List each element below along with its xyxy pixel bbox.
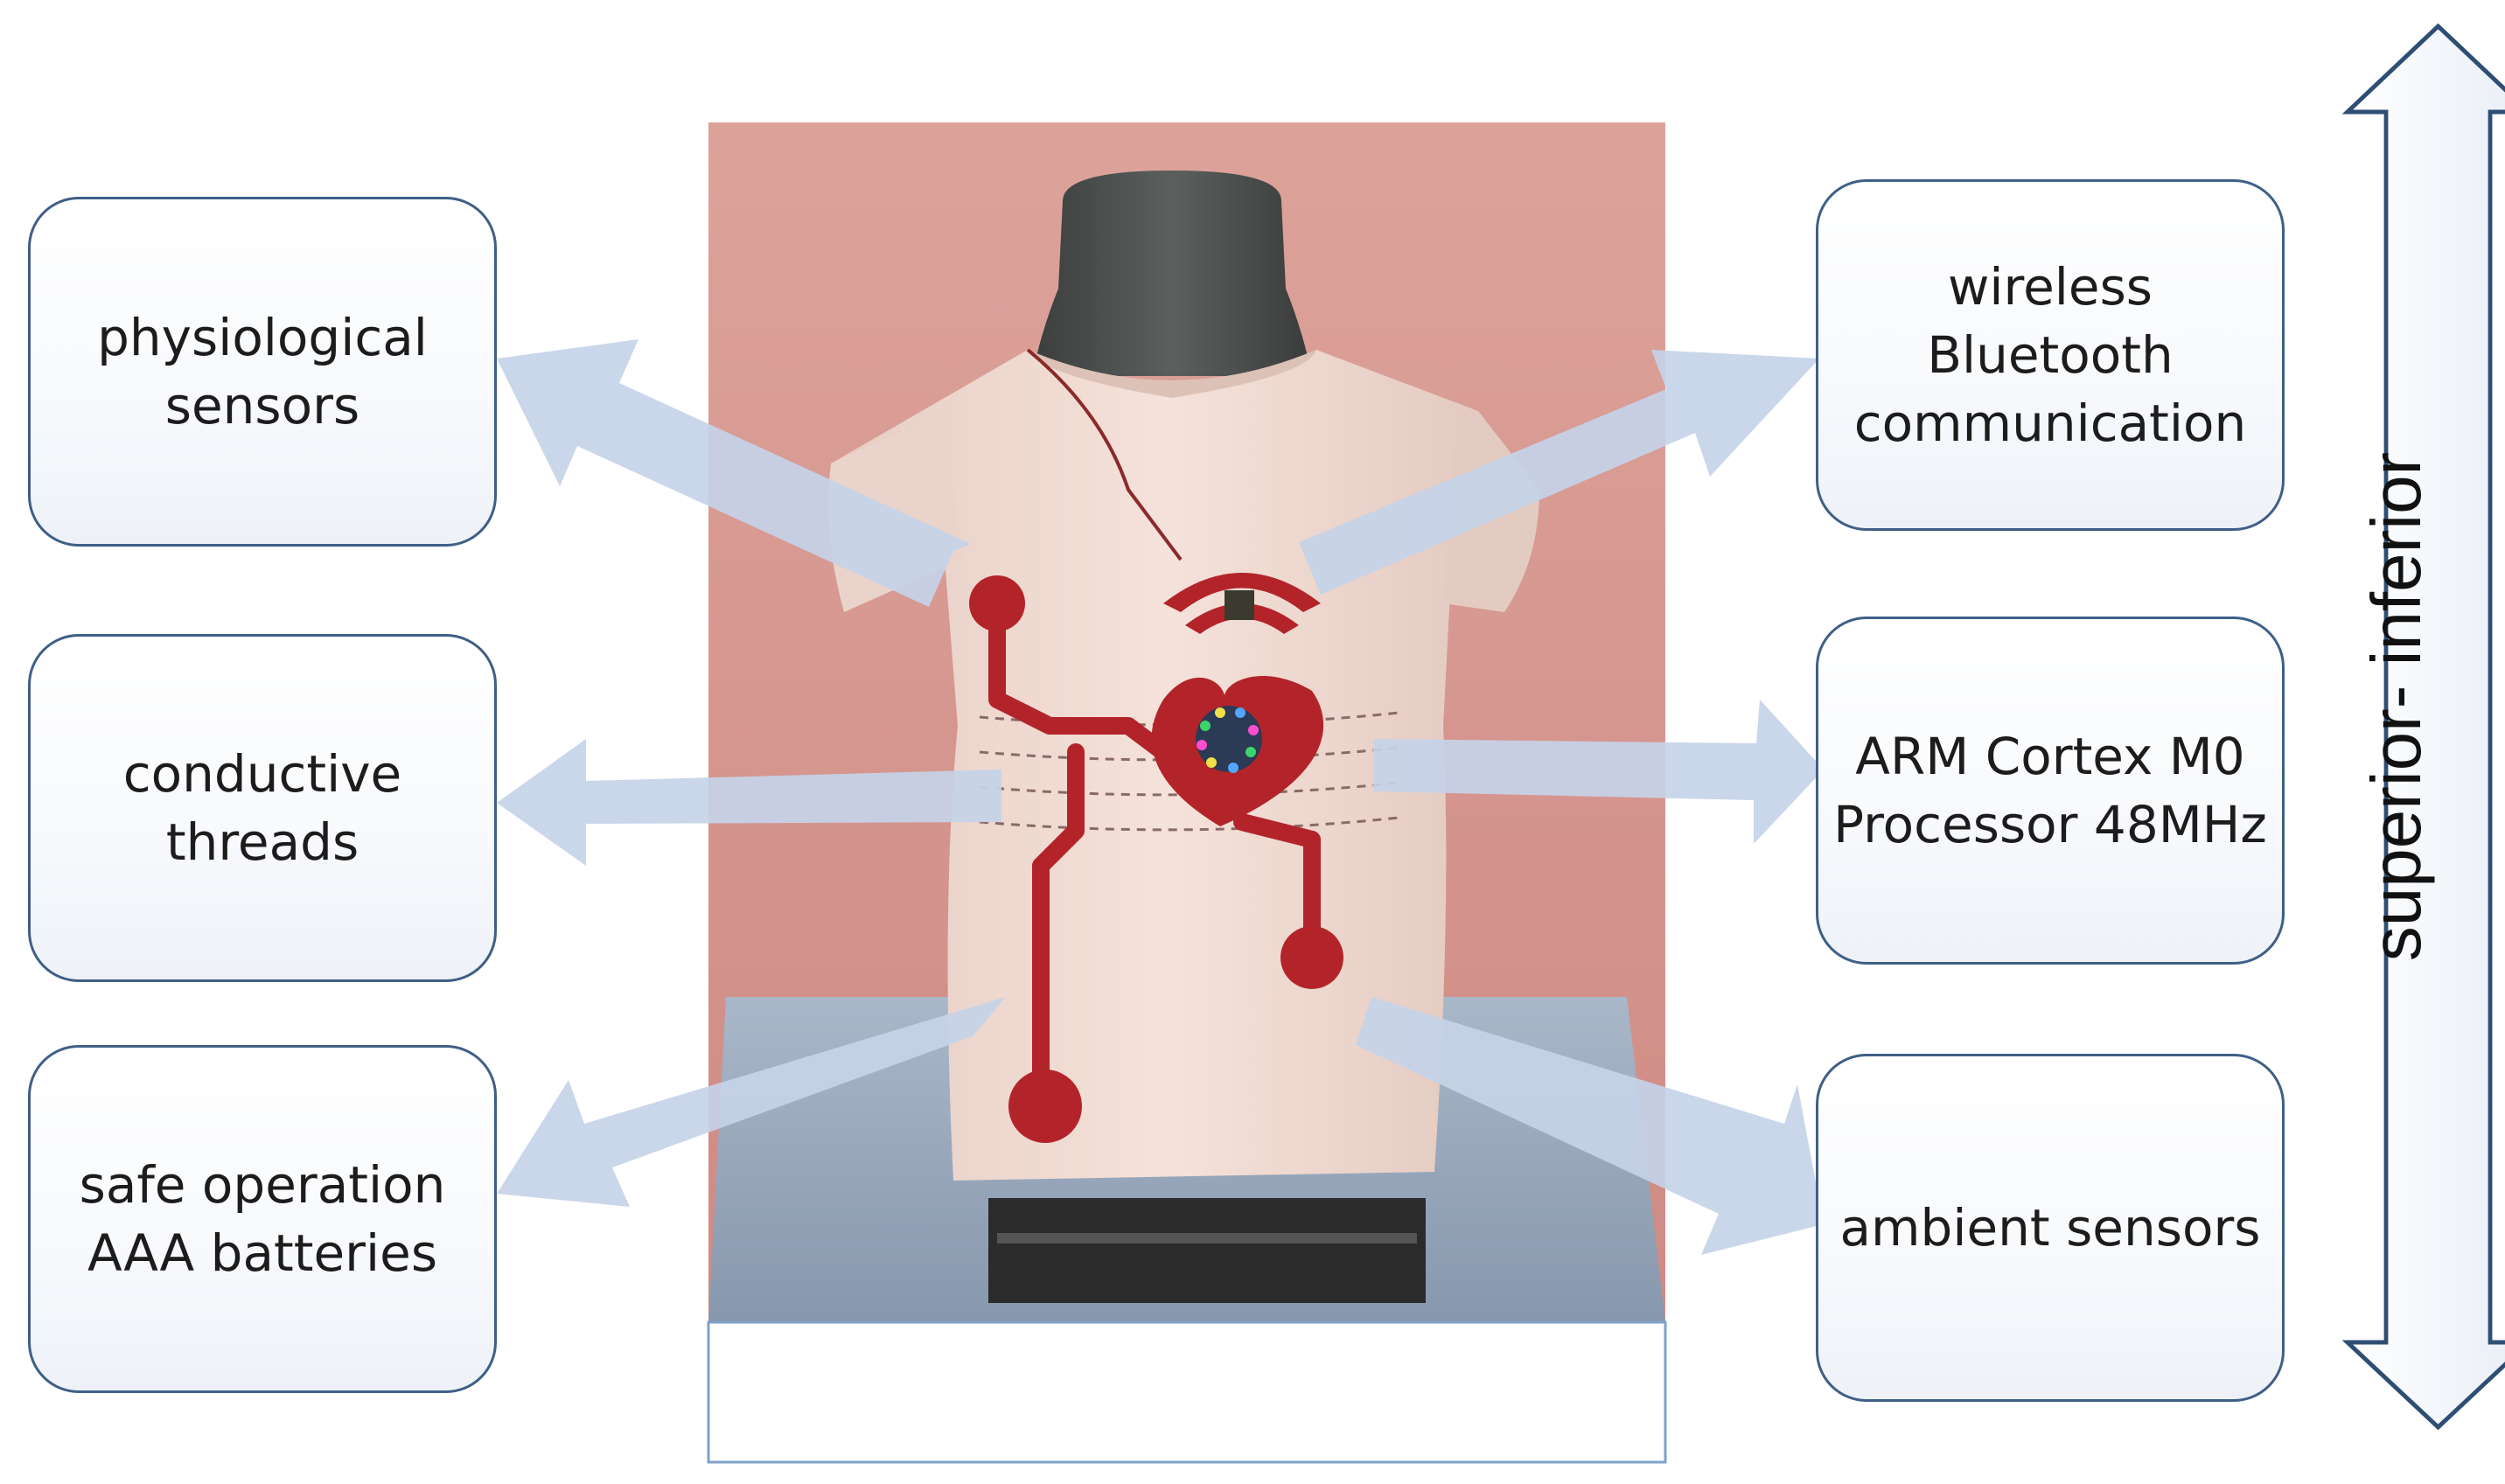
- safe-operation-text: safe operation AAA batteries: [79, 1155, 446, 1283]
- arrow-arm-processor: [1373, 700, 1824, 844]
- conductive-threads-text: conductive threads: [122, 744, 402, 872]
- label-ambient-sensors: ambient sensors: [1816, 1054, 2285, 1402]
- arrow-safe-operation: [497, 997, 1006, 1207]
- arrow-wireless-bluetooth: [1299, 350, 1819, 595]
- label-conductive-threads: conductive threads: [28, 634, 497, 982]
- mannequin-icon: [1032, 171, 1312, 376]
- wireless-bluetooth-text: wireless Bluetooth communication: [1853, 257, 2247, 453]
- label-wireless-bluetooth: wireless Bluetooth communication: [1816, 179, 2285, 531]
- arrow-ambient-sensors: [1356, 997, 1824, 1255]
- label-arm-processor: ARM Cortex M0 Processor 48MHz: [1816, 617, 2285, 965]
- physiological-sensors-text: physiological sensors: [97, 308, 428, 435]
- arrow-conductive-threads: [497, 739, 1001, 866]
- arm-processor-text: ARM Cortex M0 Processor 48MHz: [1833, 727, 2267, 854]
- ambient-sensors-text: ambient sensors: [1839, 1198, 2261, 1258]
- axis-label: superior- inferior: [2357, 451, 2435, 962]
- label-safe-operation: safe operation AAA batteries: [28, 1045, 497, 1393]
- label-physiological-sensors: physiological sensors: [28, 197, 497, 547]
- arrow-physiological-sensors: [497, 339, 971, 607]
- photo-caption-strip: [707, 1320, 1667, 1464]
